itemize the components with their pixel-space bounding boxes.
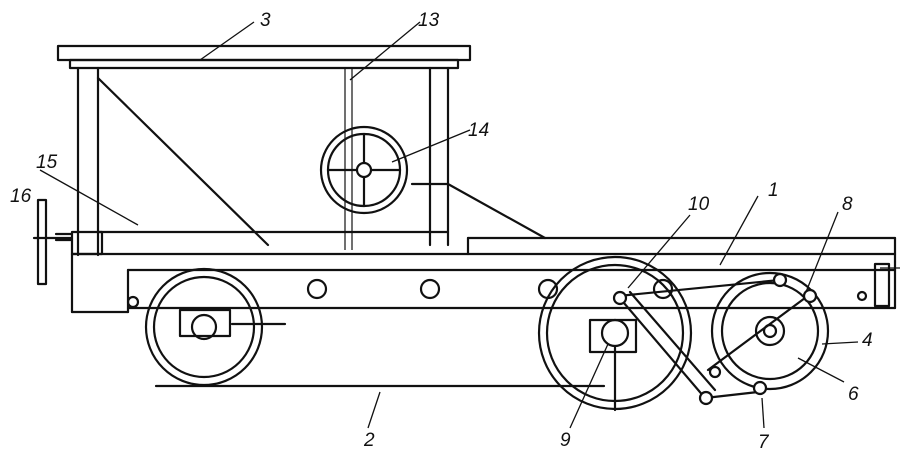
callout-7: 7: [758, 432, 770, 453]
callout-15: 15: [36, 152, 58, 173]
callout-9: 9: [560, 430, 571, 451]
callout-6: 6: [848, 384, 859, 405]
frame: [54, 230, 900, 314]
callout-1: 1: [768, 180, 779, 201]
handwheel: [319, 125, 409, 215]
callout-16: 16: [10, 186, 32, 207]
left-wheel: [144, 267, 606, 388]
callout-4: 4: [862, 330, 873, 351]
callout-3: 3: [260, 10, 271, 31]
hopper-box: [56, 44, 547, 257]
callout-10: 10: [688, 194, 710, 215]
center-wheel: [537, 255, 693, 412]
handle: [32, 198, 74, 286]
ratchet-wheel: [710, 271, 830, 391]
callout-labels: 1 2 3 4 6 7 8 9 10 13 14 15 16: [10, 10, 873, 453]
callout-14: 14: [468, 120, 489, 141]
leader-lines: [39, 21, 859, 429]
callout-13: 13: [418, 10, 440, 31]
linkage: [612, 272, 818, 406]
callout-2: 2: [363, 430, 375, 451]
callout-8: 8: [842, 194, 853, 215]
